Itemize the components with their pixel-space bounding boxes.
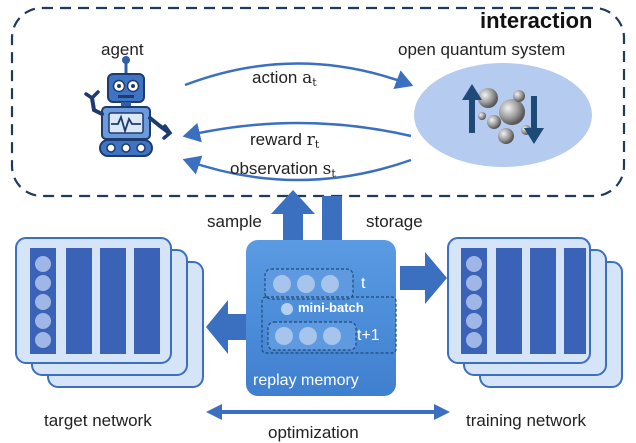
quantum-system-icon (414, 63, 592, 167)
t-label: t (361, 275, 366, 292)
replay-memory-label: replay memory (253, 372, 359, 389)
reward-label: reward rt (250, 130, 320, 151)
minibatch-label: mini-batch (298, 300, 364, 315)
optimization-label: optimization (268, 423, 359, 442)
spin-up-arrow-icon (462, 84, 482, 133)
to-target-arrow (206, 300, 248, 354)
reward-arrow (182, 121, 412, 143)
observation-label: observation st (230, 159, 336, 180)
observation-arrow (182, 155, 412, 182)
agent-label: agent (101, 40, 144, 59)
training-network (447, 237, 623, 388)
action-arrow (184, 62, 414, 90)
target-network-label: target network (44, 411, 152, 430)
t-plus-1-label: t+1 (357, 327, 380, 344)
sample-arrow (271, 190, 315, 262)
to-training-arrow (400, 252, 447, 304)
system-label: open quantum system (398, 40, 566, 59)
sample-label: sample (207, 212, 262, 231)
target-network (15, 237, 204, 388)
replay-memory (246, 240, 397, 396)
robot-agent-icon (84, 56, 173, 157)
action-label: action at (252, 68, 317, 89)
interaction-title: interaction (480, 8, 593, 33)
training-network-label: training network (466, 411, 587, 430)
interaction-frame (10, 6, 626, 198)
spin-down-arrow-icon (524, 96, 544, 144)
storage-label: storage (366, 212, 423, 231)
optimization-arrow (206, 404, 450, 420)
